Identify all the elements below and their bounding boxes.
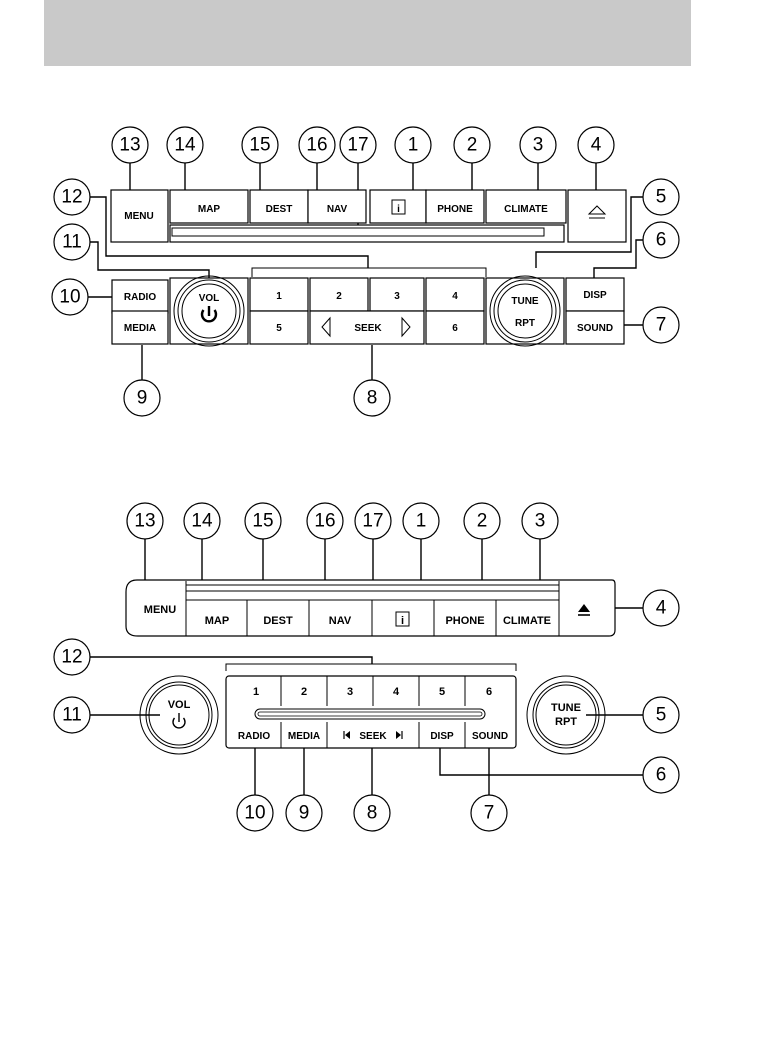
bottom-preset-6[interactable]: 6 — [486, 686, 492, 698]
bottom-callout-17-label: 17 — [362, 511, 383, 532]
top-callout-17-label: 17 — [347, 135, 368, 156]
top-eject-button[interactable] — [568, 190, 626, 242]
bottom-callouts: 13 14 15 16 17 1 2 3 4 12 11 5 10 — [54, 503, 679, 831]
bottom-dest-button[interactable]: DEST — [263, 615, 293, 627]
top-callout-14-label: 14 — [174, 135, 196, 156]
bottom-callout-12-label: 12 — [61, 647, 82, 668]
top-rpt-label: RPT — [515, 318, 535, 329]
bottom-preset-2[interactable]: 2 — [301, 686, 307, 698]
bottom-callout-7-label: 7 — [484, 803, 495, 824]
bottom-callout-6-label: 6 — [656, 765, 667, 786]
top-vol-label: VOL — [199, 293, 220, 304]
bottom-callout-13-label: 13 — [134, 511, 155, 532]
top-climate-label: CLIMATE — [504, 204, 548, 215]
bottom-tune-label: TUNE — [551, 702, 581, 714]
bottom-climate-button[interactable]: CLIMATE — [503, 615, 551, 627]
top-menu-label: MENU — [124, 211, 153, 222]
bottom-disp-button[interactable]: DISP — [430, 731, 454, 742]
top-callout-1-label: 1 — [408, 135, 419, 156]
bottom-info-glyph: i — [401, 615, 404, 627]
top-preset-4-label: 4 — [452, 291, 458, 302]
top-callout-5-label: 5 — [656, 187, 667, 208]
bottom-sound-button[interactable]: SOUND — [472, 731, 508, 742]
bottom-callout-8-label: 8 — [367, 803, 378, 824]
bottom-power-icon — [173, 713, 185, 728]
bottom-callout-1-label: 1 — [416, 511, 427, 532]
bottom-callout-14-label: 14 — [191, 511, 213, 532]
bottom-callout-11-label: 11 — [62, 705, 82, 726]
top-callout-8-label: 8 — [367, 388, 378, 409]
bottom-callout-9-label: 9 — [299, 803, 310, 824]
top-map-label: MAP — [198, 204, 221, 215]
top-callout-6-label: 6 — [656, 230, 667, 251]
top-callout-10-label: 10 — [59, 287, 80, 308]
bottom-callout-15-label: 15 — [252, 511, 273, 532]
top-callout-9-label: 9 — [137, 388, 148, 409]
top-preset-3-label: 3 — [394, 291, 400, 302]
top-callouts: 13 14 15 16 17 1 2 3 4 12 11 10 9 — [52, 127, 679, 416]
bottom-vol-label: VOL — [168, 699, 191, 711]
bottom-radio-button[interactable]: RADIO — [238, 731, 270, 742]
top-dest-label: DEST — [266, 204, 293, 215]
bottom-preset-5[interactable]: 5 — [439, 686, 445, 698]
top-callout-2-label: 2 — [467, 135, 478, 156]
bottom-rpt-label: RPT — [555, 716, 577, 728]
top-callout-12-label: 12 — [61, 187, 82, 208]
bottom-nav-button[interactable]: NAV — [329, 615, 352, 627]
top-phone-label: PHONE — [437, 204, 473, 215]
bottom-callout-2-label: 2 — [477, 511, 488, 532]
top-preset-2-label: 2 — [336, 291, 342, 302]
top-preset-5-label: 5 — [276, 323, 282, 334]
top-preset-1-label: 1 — [276, 291, 282, 302]
bottom-leader-lines — [90, 539, 643, 795]
bottom-button-bar — [126, 580, 615, 636]
top-preset-6-label: 6 — [452, 323, 458, 334]
bottom-menu-button[interactable]: MENU — [144, 604, 176, 616]
top-callout-3-label: 3 — [533, 135, 544, 156]
top-seek-label: SEEK — [354, 323, 382, 334]
bottom-callout-5-label: 5 — [656, 705, 667, 726]
bottom-preset-4[interactable]: 4 — [393, 686, 400, 698]
bottom-callout-3-label: 3 — [535, 511, 546, 532]
top-callout-7-label: 7 — [656, 315, 667, 336]
top-disp-label: DISP — [583, 290, 607, 301]
top-tune-label: TUNE — [511, 296, 539, 307]
top-sound-label: SOUND — [577, 323, 613, 334]
top-radio-label: RADIO — [124, 292, 156, 303]
top-callout-4-label: 4 — [591, 135, 602, 156]
top-diagram: MENU MAP DEST NAV i PHONE CLIMATE RADIO … — [52, 127, 679, 416]
bottom-preset-3[interactable]: 3 — [347, 686, 353, 698]
bottom-seek-label: SEEK — [359, 731, 387, 742]
top-callout-15-label: 15 — [249, 135, 270, 156]
top-callout-13-label: 13 — [119, 135, 140, 156]
bottom-callout-10-label: 10 — [244, 803, 265, 824]
top-nav-label: NAV — [327, 204, 348, 215]
top-media-label: MEDIA — [124, 323, 156, 334]
top-info-glyph: i — [397, 204, 400, 215]
top-callout-16-label: 16 — [306, 135, 327, 156]
bottom-media-button[interactable]: MEDIA — [288, 731, 320, 742]
bottom-diagram: MENU MAP DEST NAV i PHONE CLIMATE VOL TU… — [54, 503, 679, 831]
bottom-map-button[interactable]: MAP — [205, 615, 229, 627]
bottom-preset-1[interactable]: 1 — [253, 686, 259, 698]
top-callout-11-label: 11 — [62, 232, 82, 253]
bottom-callout-4-label: 4 — [656, 598, 667, 619]
bottom-phone-button[interactable]: PHONE — [445, 615, 484, 627]
bottom-callout-16-label: 16 — [314, 511, 335, 532]
bottom-menu-label: MENU — [144, 604, 176, 616]
